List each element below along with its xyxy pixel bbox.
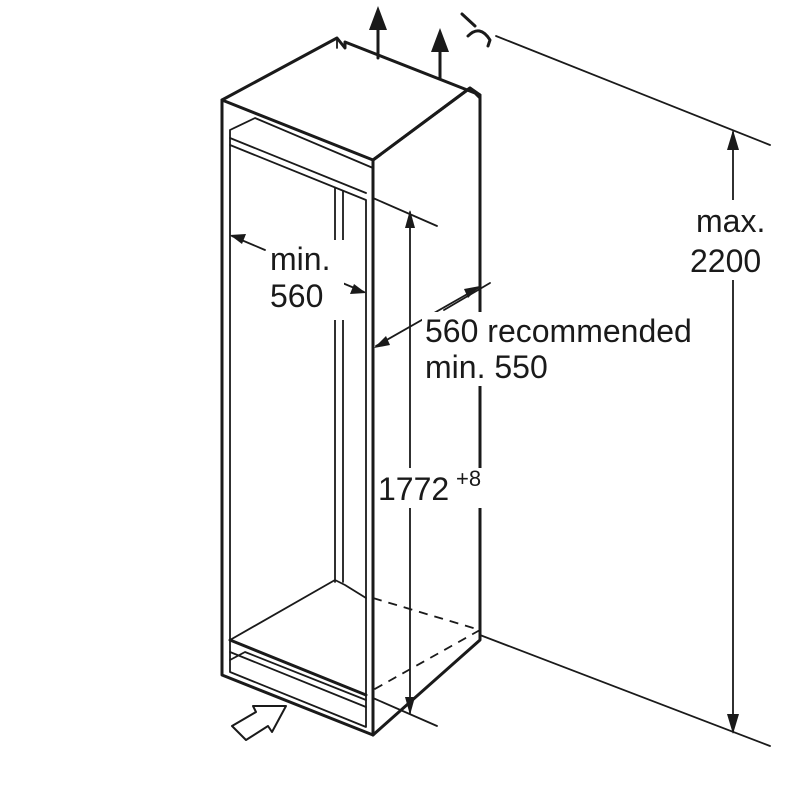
max-height-label-line2: 2200 bbox=[690, 243, 761, 279]
front-frame-inner bbox=[229, 144, 367, 728]
hidden-floor-line bbox=[372, 597, 481, 631]
bottom-floor bbox=[229, 579, 367, 641]
depth-label-line1: 560 recommended bbox=[425, 313, 692, 349]
right-side-panel bbox=[371, 86, 482, 737]
air-outlet-right-arrow bbox=[431, 28, 449, 80]
top-shelf-lip bbox=[229, 137, 367, 194]
inner-width-label-line1: min. bbox=[270, 241, 330, 277]
niche-height-tolerance: +8 bbox=[456, 466, 481, 491]
niche-height-dimension bbox=[372, 197, 438, 727]
inner-width-label-line2: 560 bbox=[270, 278, 323, 314]
cabinet-niche bbox=[220, 36, 482, 737]
air-inlet-hollow-arrow-icon bbox=[231, 705, 287, 741]
niche-height-label: 1772 bbox=[378, 471, 449, 507]
inner-width-dimension bbox=[230, 234, 366, 294]
air-outlet-left-arrow bbox=[369, 6, 387, 60]
ventilation-symbol-icon bbox=[460, 12, 492, 48]
top-panel-edge bbox=[336, 37, 346, 49]
max-height-dimension bbox=[479, 35, 771, 747]
plinth-top bbox=[229, 651, 367, 708]
max-height-label-line1: max. bbox=[696, 203, 765, 239]
top-shelf bbox=[229, 117, 374, 169]
bottom-floor-front bbox=[228, 638, 368, 697]
plinth-inner bbox=[229, 651, 367, 701]
front-frame-outer bbox=[220, 98, 375, 737]
depth-label-line2: min. 550 bbox=[425, 349, 548, 385]
hidden-floor-diagonal bbox=[372, 629, 481, 691]
